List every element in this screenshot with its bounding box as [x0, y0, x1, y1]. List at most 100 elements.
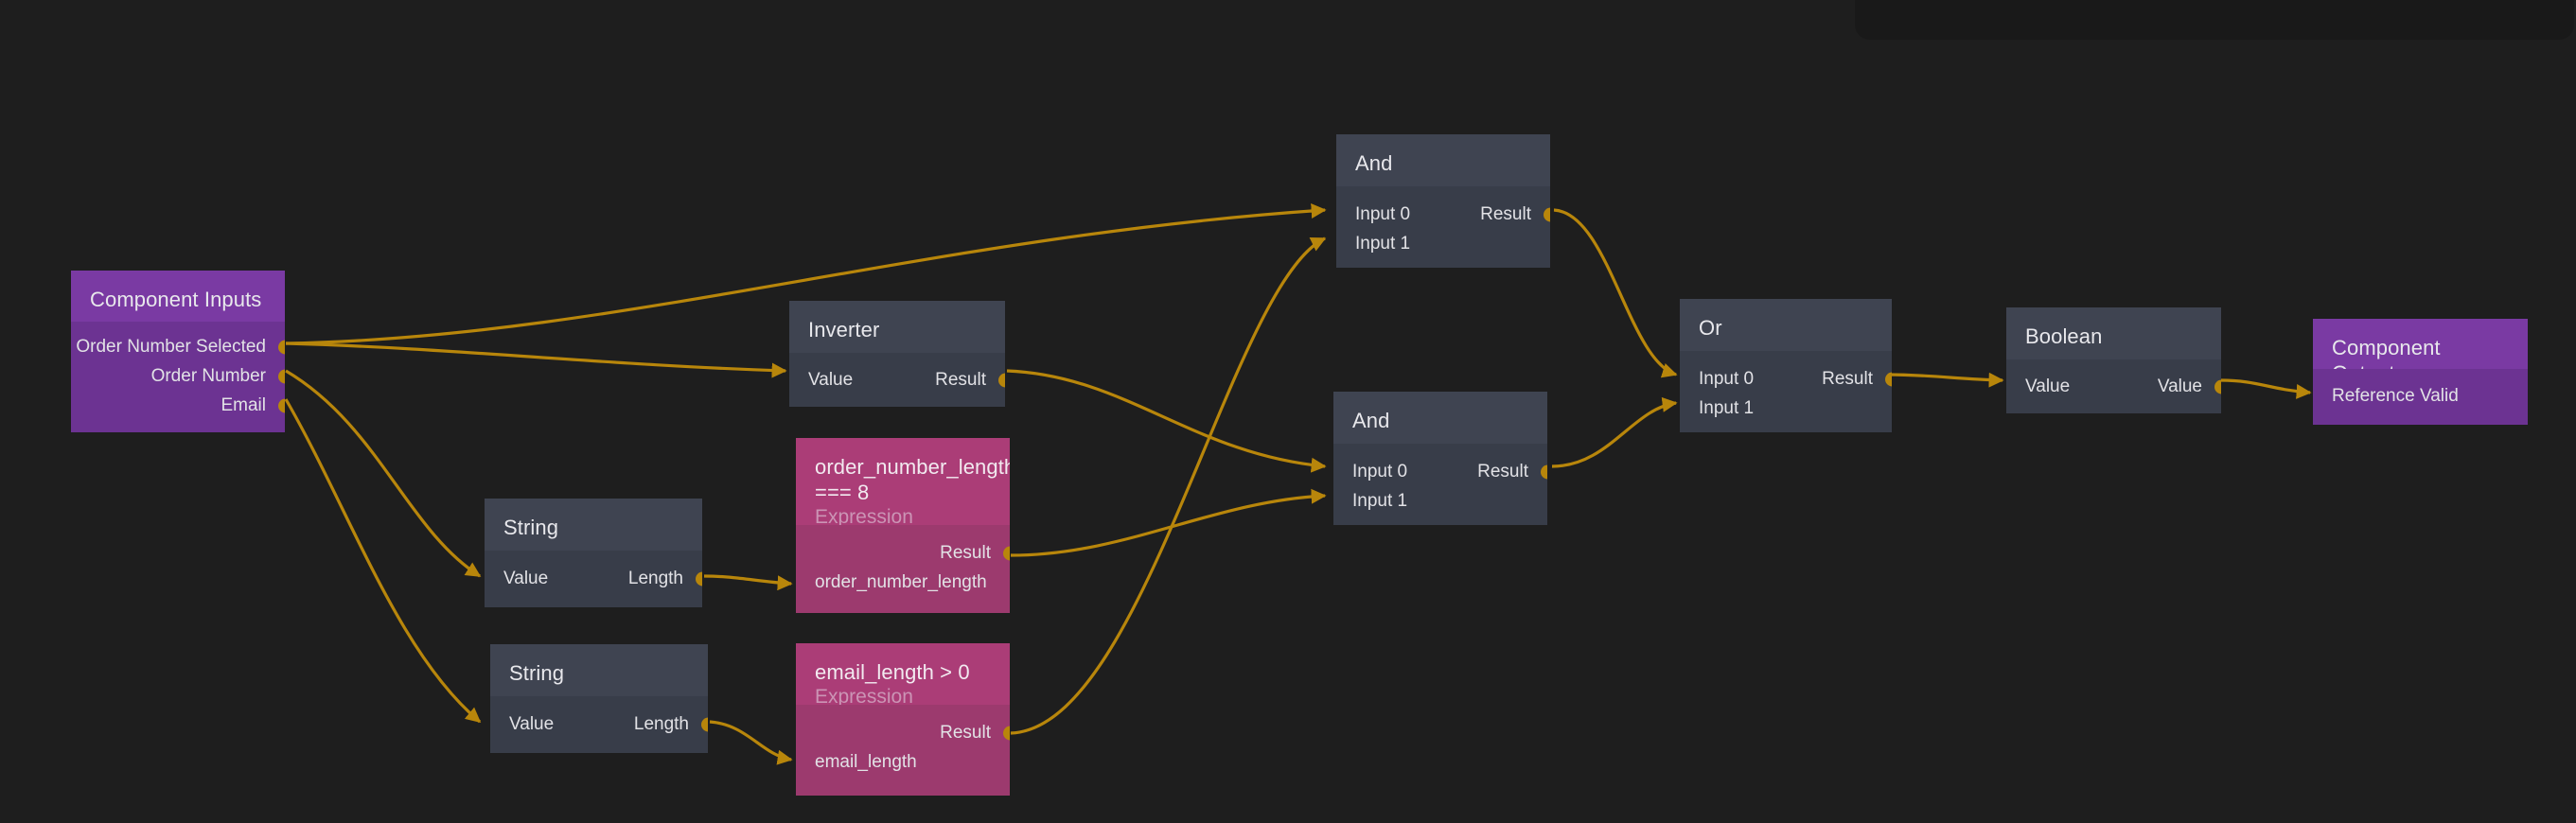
port-row-inverter-value-result[interactable]: Value Result [789, 365, 1005, 394]
port-dot-output[interactable] [1541, 464, 1547, 479]
node-title: String [509, 661, 565, 685]
canvas-top-overlay [1855, 0, 2574, 40]
node-header: And [1336, 134, 1550, 186]
port-row-or-input0-result[interactable]: Input 0 Result [1680, 364, 1892, 394]
node-expression-email-length[interactable]: email_length > 0 Expression Result email… [796, 643, 1010, 796]
port-row-string2-value-length[interactable]: Value Length [490, 709, 708, 739]
node-inverter[interactable]: Inverter Value Result [789, 301, 1005, 407]
node-title: And [1352, 409, 1390, 432]
port-label-input: Input 0 [1355, 204, 1411, 224]
edge-string2-length-to-expr2-input [709, 720, 793, 765]
node-string-1[interactable]: String Value Length [485, 499, 702, 607]
node-header: String [490, 644, 708, 696]
port-label-output: Result [1822, 369, 1873, 389]
edge-inverter-result-to-and-bottom-input0 [1006, 369, 1327, 473]
port-dot-output[interactable] [701, 717, 708, 731]
node-subtitle: Expression [815, 686, 913, 708]
port-dot-output[interactable] [2214, 379, 2221, 394]
edge-or-result-to-boolean-value [1886, 372, 2004, 388]
port-label-output: Result [1480, 204, 1531, 224]
port-label-input: Value [2025, 376, 2071, 396]
node-title: Boolean [2025, 324, 2103, 348]
port-row-string1-value-length[interactable]: Value Length [485, 564, 702, 593]
node-title: Or [1699, 316, 1722, 340]
port-label-input: Value [509, 714, 555, 734]
node-title: String [503, 516, 559, 539]
port-row-expr2-result[interactable]: Result [796, 718, 1010, 747]
node-header: Component Outputs [2313, 319, 2528, 385]
edge-string1-length-to-expr1-input [703, 574, 793, 591]
port-row-and-bottom-input1[interactable]: Input 1 [1333, 486, 1547, 516]
node-body: Result email_length [796, 705, 1010, 796]
edge-email-to-string2-value [284, 398, 482, 724]
port-row-order-number-selected[interactable]: Order Number Selected [71, 332, 285, 361]
edge-expr1-result-to-and-bottom-input1 [1010, 488, 1327, 557]
edge-boolean-value-to-reference-valid [2220, 378, 2312, 399]
port-row-reference-valid[interactable]: Reference Valid [2313, 381, 2528, 411]
node-title: order_number_length === 8 [815, 455, 1010, 504]
node-title: Inverter [808, 318, 880, 341]
edge-and-top-result-to-or-input0 [1553, 208, 1678, 378]
node-component-outputs[interactable]: Component Outputs Reference Valid [2313, 319, 2528, 425]
port-label-input: Value [503, 569, 549, 588]
port-row-and-bottom-input0-result[interactable]: Input 0 Result [1333, 457, 1547, 486]
node-title: Component Inputs [90, 288, 262, 311]
node-title: And [1355, 151, 1393, 175]
port-row-and-top-input0-result[interactable]: Input 0 Result [1336, 200, 1550, 229]
node-header: order_number_length === 8 Expression [796, 438, 1010, 528]
port-row-expr2-input[interactable]: email_length [796, 747, 1010, 777]
node-body: Value Length [490, 696, 708, 753]
node-header: email_length > 0 Expression [796, 643, 1010, 708]
port-dot-output[interactable] [1544, 207, 1550, 221]
port-dot-output[interactable] [1003, 726, 1010, 740]
port-label: Email [221, 395, 266, 415]
node-header: Inverter [789, 301, 1005, 353]
node-header: Boolean [2006, 307, 2221, 359]
node-boolean[interactable]: Boolean Value Value [2006, 307, 2221, 413]
node-title: email_length > 0 [815, 660, 970, 684]
node-component-inputs[interactable]: Component Inputs Order Number Selected O… [71, 271, 285, 432]
port-dot-output[interactable] [696, 571, 702, 586]
port-dot-output[interactable] [1885, 372, 1892, 386]
node-body: Reference Valid [2313, 369, 2528, 425]
port-row-expr1-result[interactable]: Result [796, 538, 1010, 568]
port-label-output: Result [940, 723, 991, 743]
node-or[interactable]: Or Input 0 Result Input 1 [1680, 299, 1892, 432]
port-label-input: Input 1 [1355, 234, 1411, 254]
port-dot-output[interactable] [278, 398, 285, 412]
port-row-or-input1[interactable]: Input 1 [1680, 394, 1892, 423]
port-label-output: Result [1477, 462, 1528, 482]
edge-order-number-to-string1-value [285, 369, 482, 578]
node-body: Value Length [485, 551, 702, 607]
port-dot-output[interactable] [1003, 546, 1010, 560]
port-row-boolean-value[interactable]: Value Value [2006, 372, 2221, 401]
node-expression-order-number-length[interactable]: order_number_length === 8 Expression Res… [796, 438, 1010, 613]
node-body: Value Value [2006, 359, 2221, 413]
node-and-top[interactable]: And Input 0 Result Input 1 [1336, 134, 1550, 268]
port-row-expr1-input[interactable]: order_number_length [796, 568, 1010, 597]
port-dot-output[interactable] [998, 373, 1005, 387]
port-dot-output[interactable] [278, 340, 285, 354]
port-label-input: Value [808, 370, 854, 390]
node-header: String [485, 499, 702, 551]
port-row-and-top-input1[interactable]: Input 1 [1336, 229, 1550, 258]
port-dot-output[interactable] [278, 369, 285, 383]
port-label-output: Result [935, 370, 986, 390]
edge-ons-to-inverter-value [285, 341, 787, 378]
node-and-bottom[interactable]: And Input 0 Result Input 1 [1333, 392, 1547, 525]
node-body: Value Result [789, 353, 1005, 407]
node-header: Or [1680, 299, 1892, 351]
port-row-order-number[interactable]: Order Number [71, 361, 285, 391]
node-body: Input 0 Result Input 1 [1680, 351, 1892, 432]
node-body: Order Number Selected Order Number Email [71, 322, 285, 432]
port-label: Order Number [150, 366, 266, 386]
port-label-input: Input 1 [1352, 491, 1408, 511]
port-label-input: email_length [815, 752, 917, 772]
node-header: And [1333, 392, 1547, 444]
node-string-2[interactable]: String Value Length [490, 644, 708, 753]
node-subtitle: Expression [815, 506, 913, 528]
port-label-input: Input 0 [1352, 462, 1408, 482]
port-label-input: Input 0 [1699, 369, 1755, 389]
port-row-email[interactable]: Email [71, 391, 285, 420]
